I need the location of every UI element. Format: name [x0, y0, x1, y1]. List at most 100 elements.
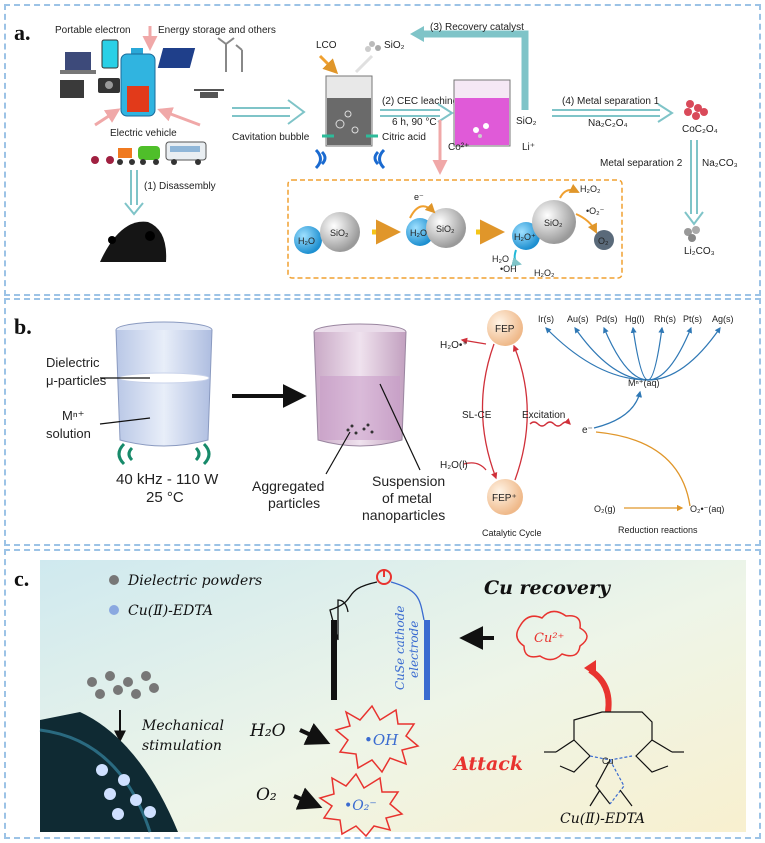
- catalytic-cycle-label: Catalytic Cycle: [482, 528, 542, 538]
- fep-sphere: [487, 310, 523, 346]
- suspension-label-1: Suspension: [372, 473, 445, 489]
- panel-c-letter: c.: [14, 566, 29, 591]
- panel-b-letter: b.: [14, 314, 32, 339]
- arrow-e-to-reduction: [595, 431, 691, 507]
- laptop-icon: [60, 52, 96, 74]
- ultrasound-right-icon: [373, 148, 386, 170]
- arrow-sl-ce: [481, 343, 498, 480]
- suspension-label-3: nanoparticles: [362, 507, 445, 523]
- cathode-electrode: [424, 620, 430, 700]
- car-icon: [138, 146, 160, 165]
- excitation-wave: [529, 418, 571, 427]
- panel-a: [4, 4, 761, 296]
- mech-h2o-1: H₂O: [298, 236, 315, 246]
- temp-label: 25 °C: [146, 489, 184, 506]
- pink-solution-beaker: [453, 79, 511, 147]
- excitation-label: Excitation: [522, 410, 565, 421]
- metal-label: Hg(l): [625, 314, 645, 324]
- panel-a-letter: a.: [14, 20, 31, 45]
- coc2o4-particles: [684, 100, 708, 120]
- citric-acid-label: Citric acid: [382, 132, 426, 143]
- mn-label-2: solution: [46, 426, 91, 441]
- portable-electron-label: Portable electron: [55, 25, 131, 36]
- li2co3-particles: [684, 226, 700, 242]
- metal-label: Ag(s): [712, 314, 734, 324]
- metal-labels: Ir(s)Au(s)Pd(s)Hg(l)Rh(s)Pt(s)Ag(s): [538, 314, 734, 324]
- sl-ce-label: SL-CE: [462, 410, 492, 421]
- mechanism-step2: [406, 202, 466, 248]
- mech-o2-radical: •O₂⁻: [586, 206, 605, 216]
- o2-radical-c-label: •O₂⁻: [344, 798, 377, 814]
- mech-stim-label-2: stimulation: [142, 738, 222, 754]
- legend-cu-label: Cu(Ⅱ)-EDTA: [128, 603, 213, 619]
- metal-arrow: [647, 327, 721, 381]
- ultrasound-wave-left-icon: [117, 442, 134, 466]
- cu-edta-legend-icon: [109, 605, 119, 615]
- suspension-label-2: of metal: [382, 490, 432, 506]
- cu-atom-label: Cu: [602, 756, 614, 766]
- lco-label: LCO: [316, 40, 337, 51]
- power-button-icon[interactable]: [376, 569, 392, 585]
- panel-b: [4, 298, 761, 546]
- cu2plus-cloud: [516, 610, 588, 661]
- arrow-o2: [293, 787, 323, 810]
- oh-burst: [334, 704, 420, 774]
- dielectric-particles-cluster: [87, 671, 159, 699]
- energy-storage-label: Energy storage and others: [158, 25, 276, 36]
- o2aq-label: O₂•⁻(aq): [690, 504, 724, 514]
- cu2plus-label: Cu²⁺: [534, 631, 564, 646]
- arrow-storage-battery: [157, 107, 201, 127]
- arrow-leaching: [437, 103, 454, 123]
- mech-stim-label-1: Mechanical: [141, 718, 224, 734]
- metal-sep2-label: Metal separation 2: [600, 158, 683, 169]
- aggregated-label-2: particles: [268, 495, 320, 511]
- mech-h2o2-top: H₂O₂: [580, 184, 601, 194]
- metal-label: Rh(s): [654, 314, 676, 324]
- cu-edta-structure: [544, 711, 684, 807]
- electric-vehicle-label: Electric vehicle: [110, 128, 177, 139]
- cathode-label-1: CuSe cathode: [393, 606, 407, 690]
- aggregated-label-1: Aggregated: [252, 478, 324, 494]
- ultrasound-left-icon: [314, 148, 327, 170]
- battery-icon: [120, 48, 156, 117]
- mech-oh: •OH: [500, 264, 517, 274]
- metal-arrow: [630, 326, 649, 381]
- arrow-device-battery: [94, 108, 121, 127]
- wire-right: [390, 581, 425, 621]
- e-minus-b-label: e⁻: [582, 425, 593, 436]
- mechanism-step3: [511, 183, 614, 267]
- metal-label: Ir(s): [538, 314, 554, 324]
- mech-h2o-plus: H₂O⁺: [514, 232, 536, 242]
- leaching-beaker: [325, 75, 373, 147]
- reduction-label: Reduction reactions: [618, 525, 698, 535]
- mn-aq-label: Mⁿ⁺(aq): [628, 378, 660, 388]
- recovery-catalyst-label: (3) Recovery catalyst: [430, 22, 524, 33]
- water-pipe-stream: [39, 712, 178, 833]
- motorbike-icon: [117, 148, 135, 165]
- metal-arrow: [574, 327, 649, 381]
- freq-label: 40 kHz - 110 W: [116, 471, 219, 488]
- sio2-beaker-label: SiO₂: [516, 116, 537, 127]
- panel-c-background: [40, 560, 746, 832]
- sio2-particles-icon: [365, 41, 381, 52]
- fep-plus-sphere: [487, 479, 523, 515]
- h2o-l-label: H₂O(l): [440, 460, 468, 471]
- metal-label: Pd(s): [596, 314, 618, 324]
- metal-arrow: [647, 326, 665, 381]
- mechanism-step1: [294, 212, 360, 254]
- wire-left: [329, 581, 378, 641]
- fep-label: FEP: [495, 324, 515, 335]
- arrow-h2o: [299, 723, 331, 745]
- cu-edta-structure-label: Cu(Ⅱ)-EDTA: [560, 811, 645, 827]
- o2-radical-burst: [318, 772, 404, 838]
- h2o-c-label: H₂O: [249, 721, 286, 741]
- metal-label: Pt(s): [683, 314, 702, 324]
- cu-recovery-label: Cu recovery: [484, 577, 612, 599]
- oh-c-label: •OH: [364, 731, 399, 749]
- tablet-icon: [60, 80, 84, 98]
- disassembly-arrow: [124, 202, 144, 216]
- anode-electrode: [331, 620, 337, 700]
- panel-c: [4, 549, 761, 839]
- dielectric-label-2: μ-particles: [46, 373, 107, 388]
